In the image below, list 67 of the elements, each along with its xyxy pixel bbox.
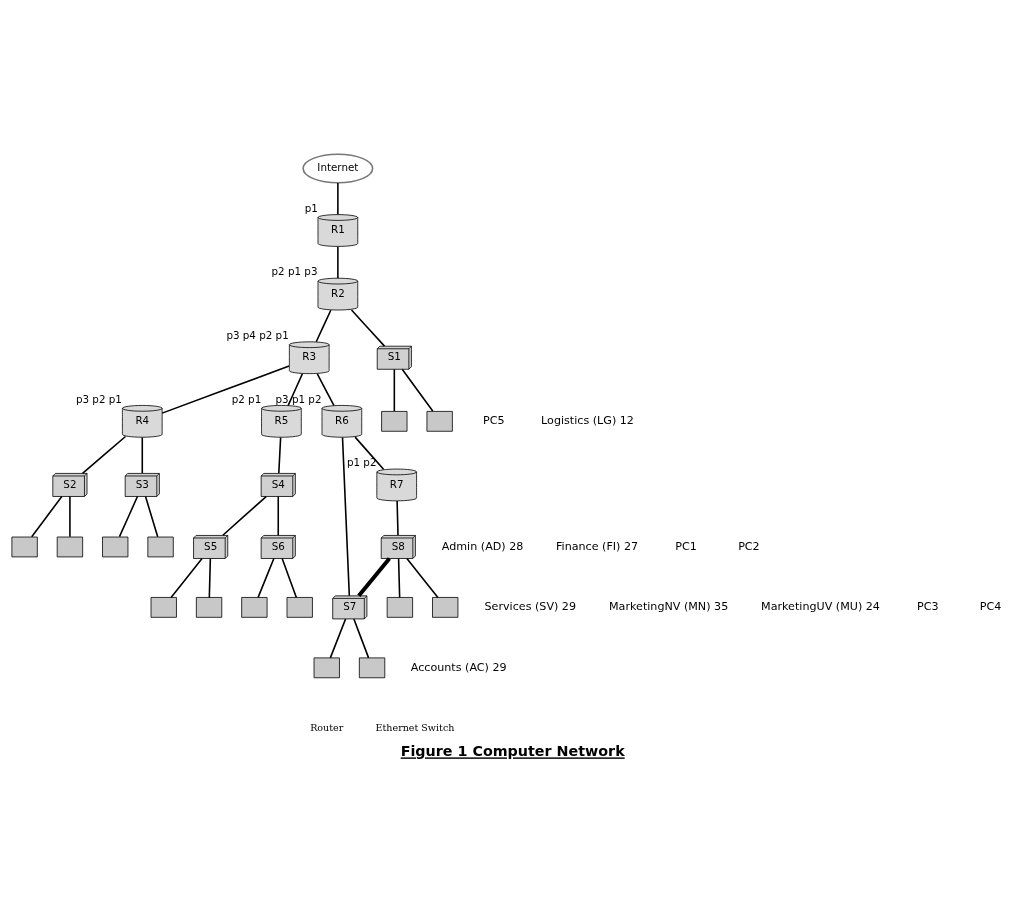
label: Services (SV) 29 <box>484 600 577 614</box>
connector <box>141 436 144 474</box>
node-label: p3 p1 p2 <box>275 392 322 405</box>
connector <box>118 495 139 538</box>
node-computer <box>102 536 129 558</box>
connector <box>170 557 203 599</box>
legend-label: Ethernet Switch <box>375 721 455 733</box>
connector <box>397 557 401 599</box>
node-computer <box>432 597 459 618</box>
connector <box>354 436 385 471</box>
label: MarketingUV (MU) 24 <box>761 600 880 614</box>
connector <box>357 557 391 597</box>
connector <box>69 495 71 538</box>
connector <box>278 436 282 474</box>
label: MarketingNV (MN) 35 <box>609 600 729 614</box>
node-computer <box>313 657 340 679</box>
label: Logistics (LG) 12 <box>541 414 634 428</box>
connector <box>337 245 339 279</box>
connector <box>287 373 304 407</box>
connector <box>222 495 267 537</box>
connector <box>30 495 63 538</box>
node-label: p2 p1 <box>231 392 262 405</box>
label: PC3 <box>917 600 939 614</box>
connector <box>350 309 386 347</box>
caption: Figure 1 Computer Network <box>400 743 625 760</box>
node-label: p1 p2 <box>346 456 377 469</box>
legend-label: Router <box>310 721 344 733</box>
connector <box>281 557 298 599</box>
label: PC4 <box>979 600 1002 614</box>
connector <box>144 495 159 538</box>
connector <box>161 365 290 414</box>
label: Finance (FI) 27 <box>556 539 639 553</box>
node-ellipse: Internet <box>302 153 374 184</box>
node-computer <box>147 536 174 558</box>
connector <box>337 182 339 216</box>
node-computer <box>11 536 38 558</box>
connector <box>81 435 127 475</box>
connector <box>208 557 212 599</box>
node-computer <box>150 597 177 618</box>
node-computer <box>386 597 413 618</box>
connector <box>316 373 335 407</box>
label: PC1 <box>675 539 697 553</box>
node-computer <box>56 536 84 558</box>
node-computer <box>426 411 453 432</box>
node-label: p2 p1 p3 <box>271 265 318 278</box>
label: PC5 <box>482 414 505 428</box>
connector <box>401 368 434 412</box>
node-label: p1 <box>304 201 318 214</box>
node-computer <box>195 597 223 618</box>
node-label: p3 p2 p1 <box>75 392 122 405</box>
label: Admin (AD) 28 <box>441 539 524 553</box>
node-computer <box>286 597 313 618</box>
connector <box>393 368 396 412</box>
connector <box>257 557 275 599</box>
connector <box>315 309 332 343</box>
node-label: p3 p4 p2 p1 <box>226 328 289 341</box>
label: PC2 <box>738 539 760 553</box>
connector <box>406 557 439 599</box>
connector <box>277 495 280 537</box>
node-computer <box>381 411 408 432</box>
label: Accounts (AC) 29 <box>410 660 507 674</box>
node-computer <box>358 657 386 679</box>
node-computer <box>241 597 268 618</box>
connector <box>353 618 370 659</box>
connector <box>329 618 347 659</box>
connector <box>341 436 351 597</box>
connector <box>396 500 399 536</box>
